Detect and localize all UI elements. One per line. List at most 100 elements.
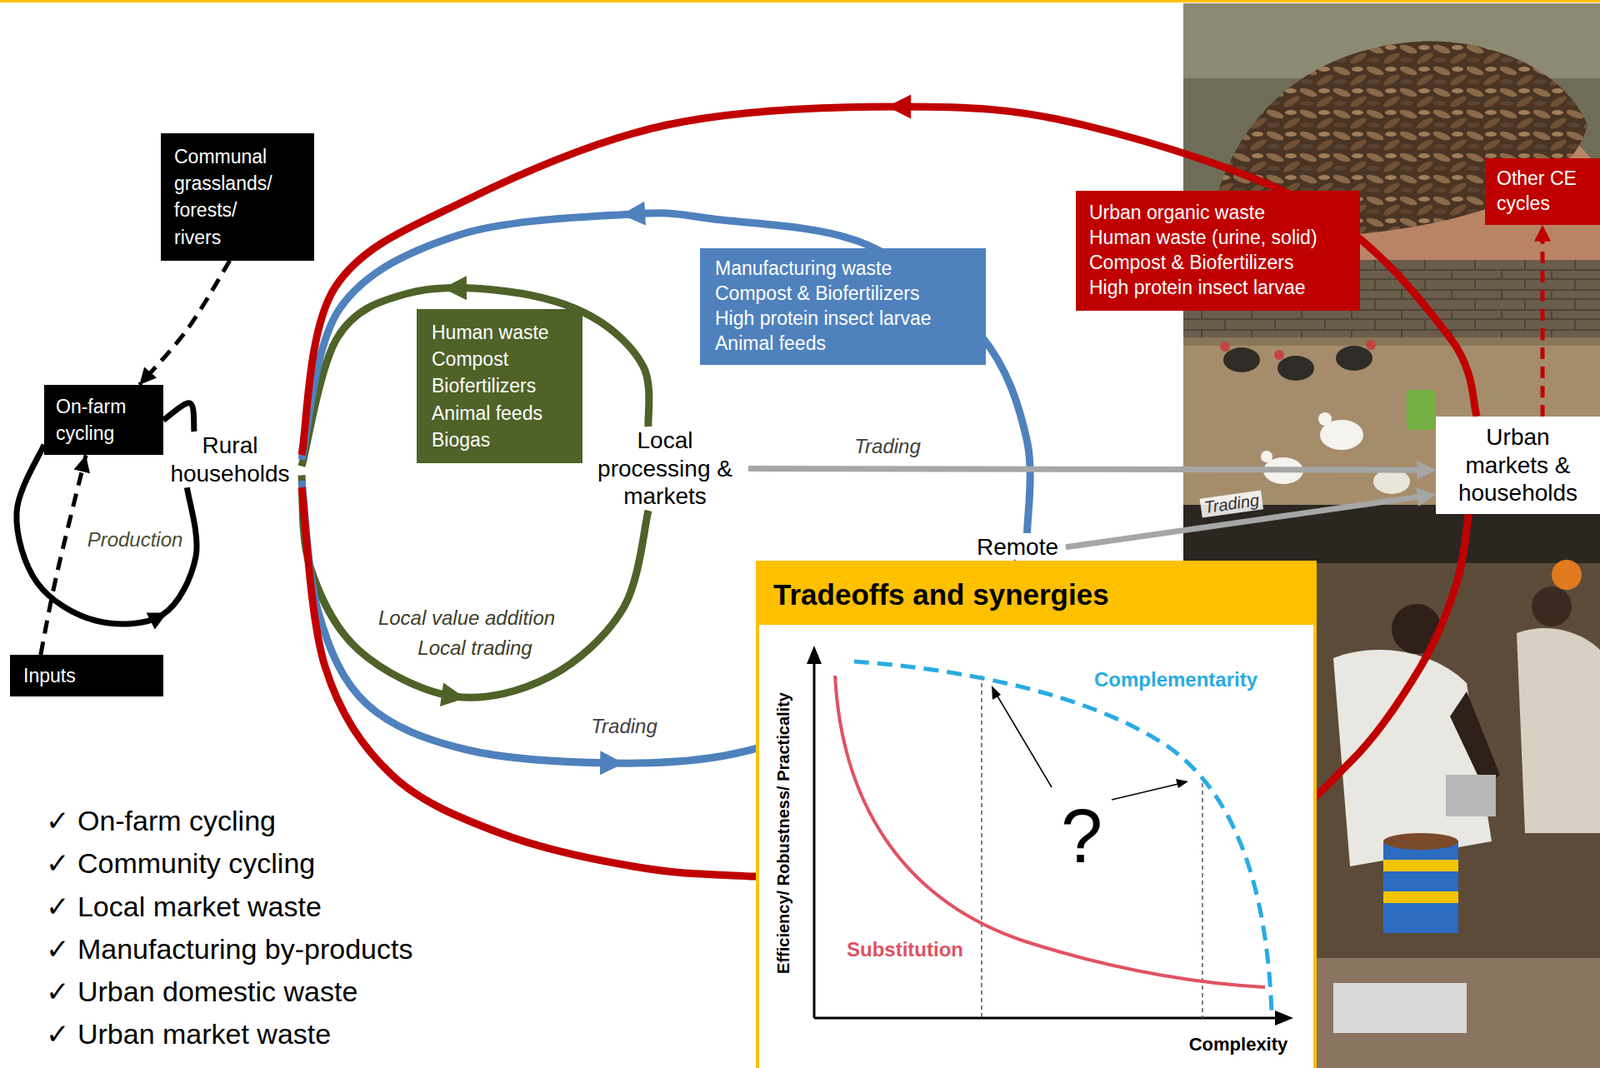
flow-box: Human wasteCompostBiofertilizersAnimal f…: [416, 309, 583, 464]
hub-label: Remote: [969, 533, 1066, 562]
curve-label: Substitution: [846, 938, 964, 962]
arrowhead: [886, 95, 911, 120]
check-item: ✓ Urban market waste: [45, 1018, 331, 1051]
edge-label: Trading: [1200, 490, 1265, 518]
input-box: Inputs: [10, 655, 164, 697]
edge-label: Production: [84, 528, 187, 552]
top-rule: [0, 0, 1600, 3]
node-text: Human waste: [431, 319, 568, 346]
bucket-stripe: [1383, 860, 1459, 872]
bucket-soil: [1383, 833, 1459, 850]
connector: [1065, 488, 1436, 548]
y-axis: [813, 660, 816, 1019]
connector: [16, 445, 197, 630]
hub-label: Local processing & markets: [581, 426, 749, 511]
turkey-head: [1220, 341, 1230, 352]
leader-line: [996, 695, 1052, 788]
node-text: Biogas: [431, 426, 568, 454]
connector: [301, 475, 649, 707]
cycle-box: On-farm cycling: [44, 385, 164, 455]
hub-label: Rural households: [158, 431, 302, 488]
person-cap: [1551, 560, 1582, 590]
person-head: [1531, 586, 1572, 627]
axis-arrowhead: [1275, 1010, 1294, 1026]
node-text: Human waste (urine, solid): [1089, 225, 1347, 251]
chair: [1333, 983, 1467, 1034]
connector-line: [163, 403, 195, 432]
connector-line: [301, 288, 650, 467]
arrowhead: [440, 683, 466, 708]
curve-label: Complementarity: [1094, 668, 1258, 692]
connector-line: [1540, 225, 1545, 417]
guide-line: [980, 675, 983, 1019]
check-item: ✓ Local market waste: [45, 890, 322, 924]
leader-line: [1111, 784, 1179, 800]
connector-line: [748, 468, 1436, 470]
wall-base: [1183, 337, 1600, 346]
arrowhead: [74, 455, 90, 474]
chart-panel: Tradeoffs and synergies: [755, 560, 1317, 1068]
arrowhead: [1534, 225, 1551, 242]
node-text: Compost & Biofertilizers: [715, 281, 971, 307]
flow-label: Local trading: [417, 636, 532, 660]
check-item: ✓ Community cycling: [45, 847, 315, 880]
chicken-head: [1318, 412, 1332, 426]
connector-line: [301, 475, 649, 698]
node-text: On-farm cycling: [55, 393, 152, 447]
flow-box: Other CE cycles: [1485, 158, 1600, 225]
turkey: [1223, 347, 1260, 373]
node-text: Compost: [431, 345, 568, 373]
bucket-stripe: [1383, 891, 1459, 904]
axis-arrowhead: [806, 645, 822, 665]
node-text: Compost & Biofertilizers: [1089, 250, 1347, 276]
node-text: Rural households: [158, 431, 302, 488]
person-robe: [1516, 628, 1600, 834]
flow-box: Urban organic wasteHuman waste (urine, s…: [1075, 190, 1360, 311]
arrowhead: [1415, 488, 1436, 507]
jerrycan: [1406, 390, 1435, 430]
substitution-curve: [835, 675, 1265, 988]
node-text: Urban markets & households: [1445, 423, 1590, 508]
person-arm: [1450, 691, 1500, 788]
arrowhead: [1417, 460, 1436, 480]
chicken-head: [1260, 450, 1273, 463]
connector-line: [139, 260, 230, 385]
node-text: Other CE cycles: [1496, 166, 1589, 217]
edge-label: Trading: [587, 715, 661, 739]
connector: [301, 275, 650, 466]
arrowhead: [620, 201, 646, 226]
check-item: ✓ On-farm cycling: [45, 805, 276, 838]
connector-line: [301, 106, 1477, 455]
connector: [40, 455, 90, 655]
connector-line: [40, 455, 86, 655]
node-text: Inputs: [23, 662, 150, 690]
bucket: [1383, 841, 1459, 934]
arrowhead: [600, 750, 625, 775]
turkey: [1277, 355, 1315, 381]
node-text: Manufacturing waste: [715, 256, 971, 282]
node-text: Local processing & markets: [581, 426, 749, 511]
node-text: High protein insect larvae: [715, 306, 971, 332]
node-text: Animal feeds: [431, 400, 568, 427]
arrowhead: [139, 366, 157, 385]
connector: [163, 403, 195, 432]
node-text: Remote: [969, 533, 1066, 562]
connector: [748, 460, 1436, 480]
leader-arrowhead: [991, 685, 1001, 700]
turkey: [1335, 345, 1373, 371]
connector: [1534, 225, 1551, 417]
check-item: ✓ Manufacturing by-products: [45, 933, 413, 966]
hub-box: Urban markets & households: [1435, 416, 1600, 515]
question-mark: ?: [1060, 799, 1103, 875]
node-text: Biofertilizers: [431, 372, 568, 400]
connector: [301, 201, 1030, 534]
turkey-head: [1274, 350, 1285, 360]
connector-line: [301, 213, 1030, 534]
node-text: Communal grasslands/ forests/ rivers: [174, 143, 290, 251]
node-text: Urban organic waste: [1089, 200, 1347, 226]
connector: [139, 260, 230, 385]
leader-arrowhead: [1175, 779, 1189, 789]
axis-title: Efficiency/ Robustness/ Practicality: [774, 692, 794, 975]
node-text: Tradeoffs and synergies: [759, 564, 1314, 625]
